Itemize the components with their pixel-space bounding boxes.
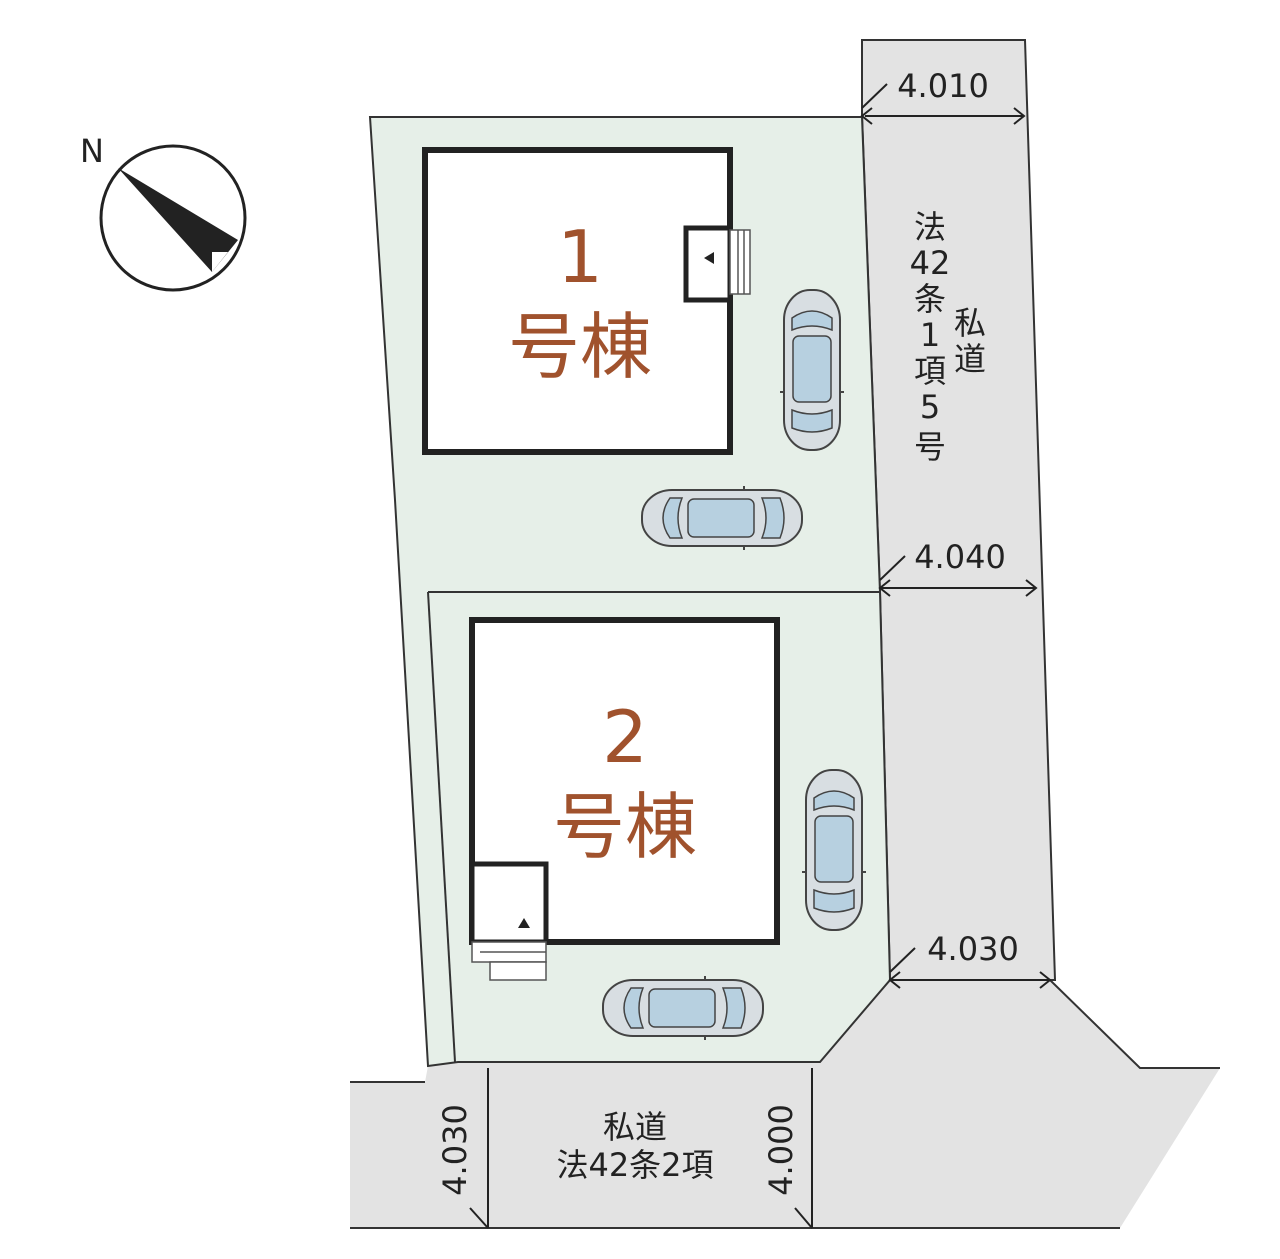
dimension-lower: 4.030	[927, 930, 1019, 968]
east-road-text-4: 1	[920, 316, 940, 354]
dimension-lines	[469, 83, 1052, 1229]
east-road-text-2: 42	[910, 244, 951, 282]
car-icon	[801, 769, 867, 931]
dimension-top: 4.010	[897, 67, 989, 105]
east-road-text-1: 法	[914, 208, 946, 246]
east-road	[861, 39, 1057, 981]
north-arrow-icon	[99, 144, 247, 292]
south-road-label-2: 法42条2項	[556, 1146, 713, 1184]
east-road-side-2: 道	[954, 340, 986, 378]
dimension-bottom-right: 4.000	[762, 1104, 800, 1196]
building-2-number: 2	[602, 695, 648, 779]
east-road-text-7: 号	[914, 428, 946, 466]
building-1-number: 1	[557, 215, 603, 299]
building-1	[422, 147, 751, 455]
east-road-side-1: 私	[954, 304, 986, 342]
south-road-label-1: 私道	[603, 1108, 667, 1146]
car-icon	[602, 975, 764, 1041]
east-road-text-3: 条	[914, 280, 946, 318]
compass-label: N	[80, 132, 104, 170]
building-2	[469, 617, 780, 981]
dimension-bottom-left: 4.030	[436, 1104, 474, 1196]
building-2-label: 号棟	[553, 785, 697, 869]
car-icon	[641, 485, 803, 551]
car-icon	[779, 289, 845, 451]
building-1-label: 号棟	[508, 305, 652, 389]
east-road-label: 法 42 条 1 項 5 号 私 道	[910, 208, 986, 466]
east-road-text-5: 項	[914, 352, 946, 390]
dimension-mid: 4.040	[914, 538, 1006, 576]
east-road-text-6: 5	[920, 388, 940, 426]
